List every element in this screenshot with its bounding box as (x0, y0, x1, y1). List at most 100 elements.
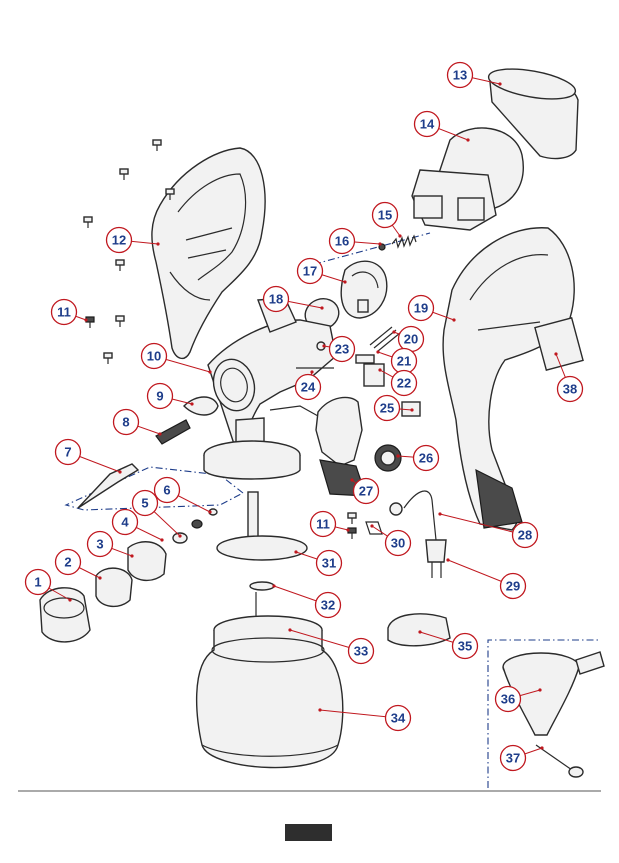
part-callout-37: 37 (501, 746, 526, 771)
leader-dot-6 (208, 510, 211, 513)
leader-dot-11 (84, 318, 87, 321)
leader-dot-26 (396, 454, 399, 457)
page-number-label (285, 824, 332, 841)
left-housing-drawing (152, 148, 265, 358)
part-callout-6: 6 (155, 478, 180, 503)
part-callout-35: 35 (453, 634, 478, 659)
leader-dot-35 (418, 630, 421, 633)
callout-number: 17 (303, 264, 317, 279)
part-callout-21: 21 (392, 349, 417, 374)
callout-number: 34 (391, 711, 406, 726)
leader-dot-23 (322, 344, 325, 347)
part-callout-29: 29 (501, 574, 526, 599)
callout-number: 7 (64, 445, 71, 460)
part-callout-27: 27 (354, 479, 379, 504)
part-callout-17: 17 (298, 259, 323, 284)
part-callout-11: 11 (52, 300, 77, 325)
leader-dot-4 (160, 538, 163, 541)
part-callout-32: 32 (316, 593, 341, 618)
callout-number: 19 (414, 301, 428, 316)
callout-number: 11 (57, 305, 71, 320)
leader-dot-12 (156, 242, 159, 245)
callout-number: 21 (397, 354, 411, 369)
callout-number: 24 (301, 380, 316, 395)
callout-number: 5 (141, 496, 148, 511)
leader-dot-1 (68, 598, 71, 601)
leader-dot-34 (318, 708, 321, 711)
part-callout-34: 34 (386, 706, 411, 731)
callout-number: 36 (501, 692, 515, 707)
leader-dot-3 (130, 554, 133, 557)
part-callout-28: 28 (513, 523, 538, 548)
callout-number: 38 (563, 382, 577, 397)
callout-number: 33 (354, 644, 368, 659)
callout-number: 8 (122, 415, 129, 430)
callout-number: 15 (378, 208, 392, 223)
callout-number: 9 (156, 389, 163, 404)
part-callout-22: 22 (392, 371, 417, 396)
part-callout-23: 23 (330, 337, 355, 362)
callout-number: 4 (121, 515, 129, 530)
leader-dot-14 (466, 138, 469, 141)
right-housing-drawing (443, 228, 574, 530)
leader-dot-13 (498, 82, 501, 85)
leader-dot-29 (446, 558, 449, 561)
callout-number: 25 (380, 401, 394, 416)
callout-number: 37 (506, 751, 520, 766)
callout-number: 2 (64, 555, 71, 570)
part-callout-31: 31 (317, 551, 342, 576)
callout-number: 27 (359, 484, 373, 499)
leader-dot-2 (98, 576, 101, 579)
part-callout-14: 14 (415, 112, 440, 137)
callout-number: 35 (458, 639, 472, 654)
callout-number: 10 (147, 349, 161, 364)
leader-dot-27 (350, 478, 353, 481)
lid-drawing (388, 614, 450, 646)
callout-number: 1 (34, 575, 41, 590)
leader-dot-7 (118, 470, 121, 473)
fan-cover-drawing (412, 128, 523, 230)
callout-number: 20 (404, 332, 418, 347)
leader-dot-18 (320, 306, 323, 309)
callout-number: 6 (163, 483, 170, 498)
leader-dot-32 (272, 584, 275, 587)
callout-number: 18 (269, 292, 283, 307)
leader-dot-38 (554, 352, 557, 355)
cleaning-needle-drawing (536, 745, 583, 777)
part-callout-25: 25 (375, 396, 400, 421)
spring-ball-drawing (379, 236, 416, 250)
callout-number: 13 (453, 68, 467, 83)
part-callout-11: 11 (311, 512, 336, 537)
callout-number: 28 (518, 528, 532, 543)
leader-dot-19 (452, 318, 455, 321)
part-callout-36: 36 (496, 687, 521, 712)
leader-dot-33 (288, 628, 291, 631)
part-callout-20: 20 (399, 327, 424, 352)
part-callout-8: 8 (114, 410, 139, 435)
leader-dot-37 (540, 746, 543, 749)
part-callout-38: 38 (558, 377, 583, 402)
valve-housing-drawing (341, 261, 387, 318)
part-callout-9: 9 (148, 384, 173, 409)
leader-dot-25 (410, 408, 413, 411)
leader-dot-31 (294, 550, 297, 553)
part-callout-33: 33 (349, 639, 374, 664)
part-callout-13: 13 (448, 63, 473, 88)
leader-dot-10 (208, 370, 211, 373)
leader-dot-20 (392, 330, 395, 333)
leader-dot-28 (438, 512, 441, 515)
part-callout-4: 4 (113, 510, 138, 535)
part-callout-3: 3 (88, 532, 113, 557)
part-callout-12: 12 (107, 228, 132, 253)
leader-dot-21 (376, 350, 379, 353)
callout-number: 23 (335, 342, 349, 357)
part-callout-26: 26 (414, 446, 439, 471)
disc-washer-drawing (217, 492, 307, 630)
leader-dot-15 (398, 234, 401, 237)
part-callout-5: 5 (133, 491, 158, 516)
callout-number: 30 (391, 536, 405, 551)
callout-number: 22 (397, 376, 411, 391)
part-callout-7: 7 (56, 440, 81, 465)
